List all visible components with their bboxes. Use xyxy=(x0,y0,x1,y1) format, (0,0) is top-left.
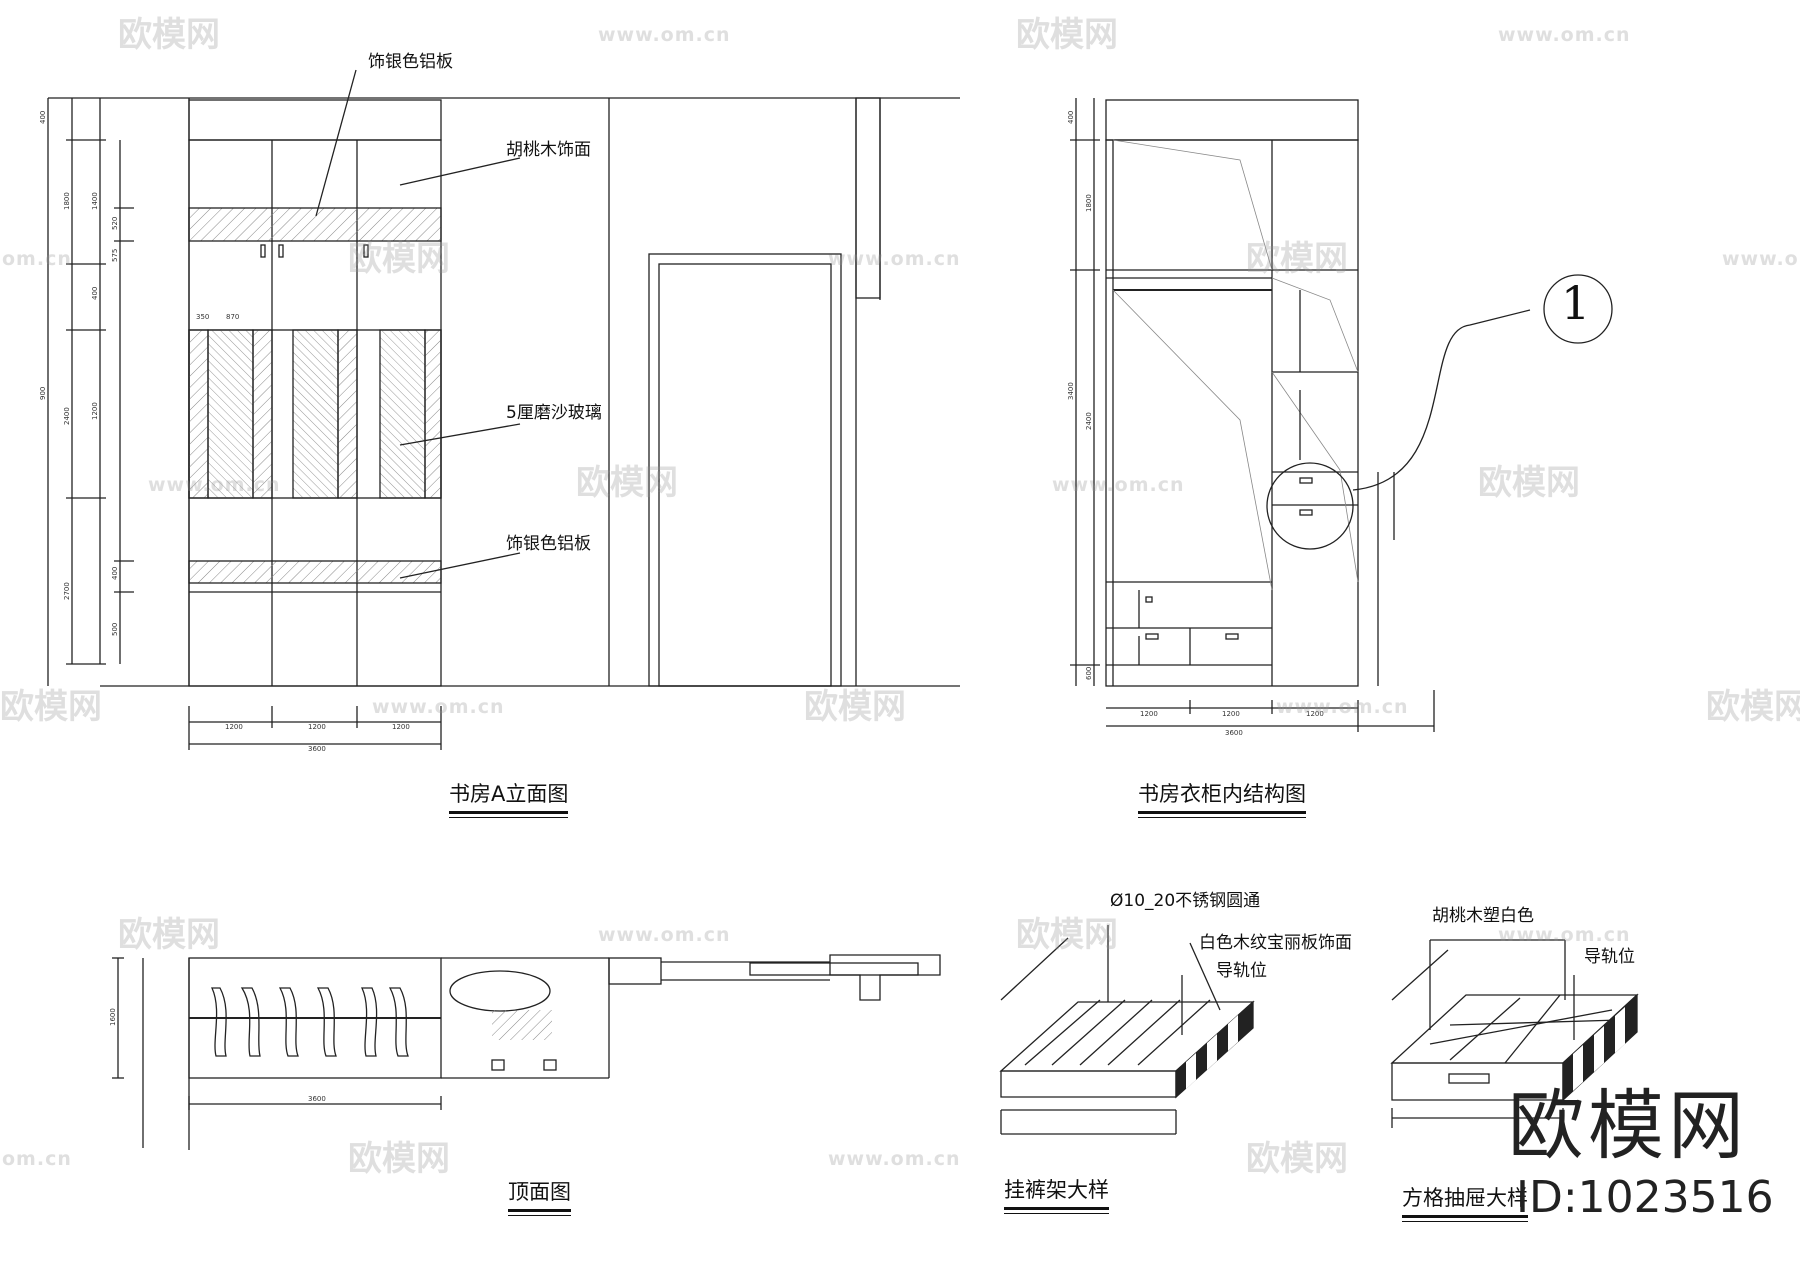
watermark-url: www.om.cn xyxy=(1498,924,1631,946)
watermark-url: www.om.cn xyxy=(828,1148,961,1170)
dim-text: 575 xyxy=(111,248,119,262)
dim-text: 1200 xyxy=(1222,710,1240,718)
watermark-url: www.om xyxy=(1722,248,1800,270)
watermark-url: www.om.cn xyxy=(828,248,961,270)
dim-text: 500 xyxy=(111,622,119,636)
watermark-logo: 欧模网 xyxy=(1706,687,1800,727)
label-walnut-face: 胡桃木饰面 xyxy=(506,140,591,160)
dim-text: 3600 xyxy=(308,1095,326,1103)
watermark-url: www.om.cn xyxy=(598,924,731,946)
dim-text: 1200 xyxy=(1306,710,1324,718)
watermark-url: www.om.cn xyxy=(598,24,731,46)
dim-text: 600 xyxy=(1085,666,1093,680)
watermark-logo: 欧模网 xyxy=(1246,1139,1348,1179)
trouser-rack-view xyxy=(999,925,1255,1135)
dim-text: 2400 xyxy=(1085,412,1093,430)
dim-text: 350 xyxy=(196,313,210,321)
title-wardrobe: 书房衣柜内结构图 xyxy=(1138,784,1306,818)
watermark-logo: 欧模网 xyxy=(1246,239,1348,279)
label-silver-aluminum-top: 饰银色铝板 xyxy=(368,52,453,72)
dim-text: 1800 xyxy=(1085,194,1093,212)
title-elevation: 书房A立面图 xyxy=(449,784,569,818)
watermark-logo: 欧模网 xyxy=(348,239,450,279)
dim-text: 1200 xyxy=(91,402,99,420)
dim-text: 900 xyxy=(39,386,47,400)
dim-text: 1200 xyxy=(308,723,326,731)
label-white-board: 白色木纹宝丽板饰面 xyxy=(1199,933,1352,953)
wardrobe-view xyxy=(1070,98,1613,732)
watermark-url: www.om.cn xyxy=(148,474,281,496)
dim-text: 1600 xyxy=(109,1008,117,1026)
label-rail-right: 导轨位 xyxy=(1584,947,1635,967)
elevation-view xyxy=(47,69,960,750)
title-trouser-rack: 挂裤架大样 xyxy=(1004,1180,1109,1214)
dim-text: 400 xyxy=(1067,110,1075,124)
watermark-url: www.om.cn xyxy=(1276,696,1409,718)
label-rail-left: 导轨位 xyxy=(1216,961,1267,981)
watermark-logo: 欧模网 xyxy=(118,15,220,55)
title-drawer: 方格抽屉大样 xyxy=(1402,1188,1528,1222)
dim-text: 1200 xyxy=(392,723,410,731)
watermark-logo: 欧模网 xyxy=(804,687,906,727)
brand-logo-text: 欧模网 xyxy=(1508,1081,1748,1170)
watermark-logo: 欧模网 xyxy=(1478,463,1580,503)
brand-id: ID:1023516 xyxy=(1516,1172,1774,1223)
watermark-url: www.om.cn xyxy=(1052,474,1185,496)
dim-text: 400 xyxy=(39,110,47,124)
watermark-logo: 欧模网 xyxy=(576,463,678,503)
label-silver-aluminum-bottom: 饰银色铝板 xyxy=(506,534,591,554)
dim-text: 3600 xyxy=(308,745,326,753)
watermark-url: om.cn xyxy=(2,248,72,270)
dim-text: 520 xyxy=(111,216,119,230)
dim-text: 400 xyxy=(91,286,99,300)
dim-text: 1400 xyxy=(91,192,99,210)
dim-text: 1200 xyxy=(1140,710,1158,718)
watermark-logo: 欧模网 xyxy=(118,915,220,955)
dim-text: 3600 xyxy=(1225,729,1243,737)
watermark-logo: 欧模网 xyxy=(348,1139,450,1179)
dim-text: 2700 xyxy=(63,582,71,600)
watermark-logo: 欧模网 xyxy=(1016,15,1118,55)
dim-text: 1200 xyxy=(225,723,243,731)
plan-view xyxy=(112,954,941,1150)
label-steel-tube: Ø10_20不锈钢圆通 xyxy=(1110,891,1261,911)
watermark-logo: 欧模网 xyxy=(1016,915,1118,955)
dim-text: 870 xyxy=(226,313,240,321)
title-plan: 顶面图 xyxy=(508,1182,571,1216)
dim-text: 3400 xyxy=(1067,382,1075,400)
watermark-logo: 欧模网 xyxy=(0,687,102,727)
watermark-url: www.om.cn xyxy=(1498,24,1631,46)
detail-callout-number: 1 xyxy=(1561,276,1591,330)
dim-text: 1800 xyxy=(63,192,71,210)
label-walnut-white: 胡桃木塑白色 xyxy=(1432,906,1534,926)
label-frosted-glass: 5厘磨沙玻璃 xyxy=(506,403,602,423)
dim-text: 2400 xyxy=(63,407,71,425)
watermark-url: www.om.cn xyxy=(372,696,505,718)
watermark-url: om.cn xyxy=(2,1148,72,1170)
dim-text: 400 xyxy=(111,566,119,580)
